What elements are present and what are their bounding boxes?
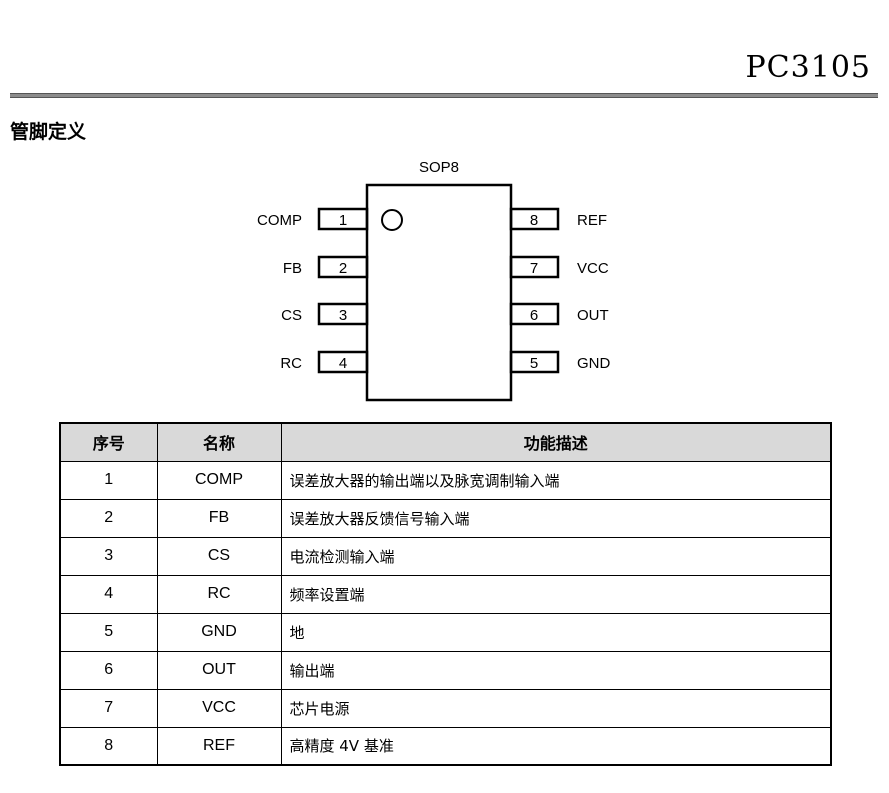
pin-name: VCC bbox=[577, 260, 609, 277]
table-row: 4 RC 频率设置端 bbox=[59, 574, 832, 614]
pin-box bbox=[509, 302, 560, 326]
table-row: 1 COMP 误差放大器的输出端以及脉宽调制输入端 bbox=[59, 460, 832, 500]
pin-number: 8 bbox=[530, 212, 538, 229]
header-name: 名称 bbox=[156, 422, 282, 462]
pin-number: 2 bbox=[339, 260, 347, 277]
pin-name: CS bbox=[281, 307, 302, 324]
pin-index: 6 bbox=[59, 650, 158, 690]
right-pin-6: 6 OUT bbox=[509, 302, 609, 326]
pin-description: 输出端 bbox=[280, 650, 832, 690]
pin-index: 5 bbox=[59, 612, 158, 652]
pin-name: GND bbox=[577, 355, 611, 372]
pin-name: CS bbox=[156, 536, 282, 576]
header-description: 功能描述 bbox=[280, 422, 832, 462]
pin-name: RC bbox=[156, 574, 282, 614]
right-pin-7: 7 VCC bbox=[509, 255, 609, 279]
pin-box bbox=[509, 207, 560, 231]
pin-name: OUT bbox=[156, 650, 282, 690]
table-row: 3 CS 电流检测输入端 bbox=[59, 536, 832, 576]
pin-box bbox=[509, 350, 560, 374]
header-rule bbox=[10, 93, 878, 98]
pin1-indicator-dot bbox=[381, 209, 403, 231]
package-label: SOP8 bbox=[419, 159, 459, 176]
pin-box bbox=[509, 255, 560, 279]
pin-name: COMP bbox=[257, 212, 302, 229]
pin-number: 3 bbox=[339, 307, 347, 324]
table-header-row: 序号 名称 功能描述 bbox=[59, 422, 832, 462]
pin-number: 5 bbox=[530, 355, 538, 372]
pin-index: 8 bbox=[59, 726, 158, 766]
pin-name: FB bbox=[156, 498, 282, 538]
right-pin-5: 5 GND bbox=[509, 350, 611, 374]
pin-box bbox=[317, 255, 369, 279]
pin-number: 6 bbox=[530, 307, 538, 324]
pin-name: FB bbox=[283, 260, 302, 277]
pin-description: 芯片电源 bbox=[280, 688, 832, 728]
pin-name: RC bbox=[280, 355, 302, 372]
pin-definition-table: 序号 名称 功能描述 1 COMP 误差放大器的输出端以及脉宽调制输入端 2 F… bbox=[59, 422, 832, 766]
pin-index: 2 bbox=[59, 498, 158, 538]
right-pin-8: 8 REF bbox=[509, 207, 607, 231]
table-row: 8 REF 高精度 4V 基准 bbox=[59, 726, 832, 766]
pin-name: VCC bbox=[156, 688, 282, 728]
chip-body bbox=[365, 183, 513, 402]
pin-description: 误差放大器反馈信号输入端 bbox=[280, 498, 832, 538]
pin-description: 电流检测输入端 bbox=[280, 536, 832, 576]
pin-number: 7 bbox=[530, 260, 538, 277]
pin-index: 7 bbox=[59, 688, 158, 728]
pin-description: 频率设置端 bbox=[280, 574, 832, 614]
pin-description: 高精度 4V 基准 bbox=[280, 726, 832, 766]
pin-number: 1 bbox=[339, 212, 347, 229]
pin-index: 4 bbox=[59, 574, 158, 614]
pin-name: OUT bbox=[577, 307, 609, 324]
pin-index: 3 bbox=[59, 536, 158, 576]
pin-description: 地 bbox=[280, 612, 832, 652]
pinout-svg: SOP8 1 COMP 2 FB 3 CS 4 RC 8 REF bbox=[257, 159, 611, 402]
pin-index: 1 bbox=[59, 460, 158, 500]
left-pin-3: 3 CS bbox=[281, 302, 369, 326]
table-row: 7 VCC 芯片电源 bbox=[59, 688, 832, 728]
pin-name: REF bbox=[577, 212, 607, 229]
pin-description: 误差放大器的输出端以及脉宽调制输入端 bbox=[280, 460, 832, 500]
table-row: 2 FB 误差放大器反馈信号输入端 bbox=[59, 498, 832, 538]
pin-number: 4 bbox=[339, 355, 347, 372]
sop8-pinout-diagram: SOP8 1 COMP 2 FB 3 CS 4 RC 8 REF bbox=[257, 159, 611, 402]
left-pin-1: 1 COMP bbox=[257, 207, 369, 231]
pin-name: COMP bbox=[156, 460, 282, 500]
pin-name: GND bbox=[156, 612, 282, 652]
section-title: 管脚定义 bbox=[10, 121, 87, 143]
document-title: PC3105 bbox=[745, 50, 871, 85]
table-row: 6 OUT 输出端 bbox=[59, 650, 832, 690]
left-pin-2: 2 FB bbox=[283, 255, 369, 279]
header-index: 序号 bbox=[59, 422, 158, 462]
pin-name: REF bbox=[156, 726, 282, 766]
left-pin-4: 4 RC bbox=[280, 350, 369, 374]
pin-box bbox=[317, 302, 369, 326]
table-row: 5 GND 地 bbox=[59, 612, 832, 652]
pin-box bbox=[317, 350, 369, 374]
pin-box bbox=[317, 207, 369, 231]
